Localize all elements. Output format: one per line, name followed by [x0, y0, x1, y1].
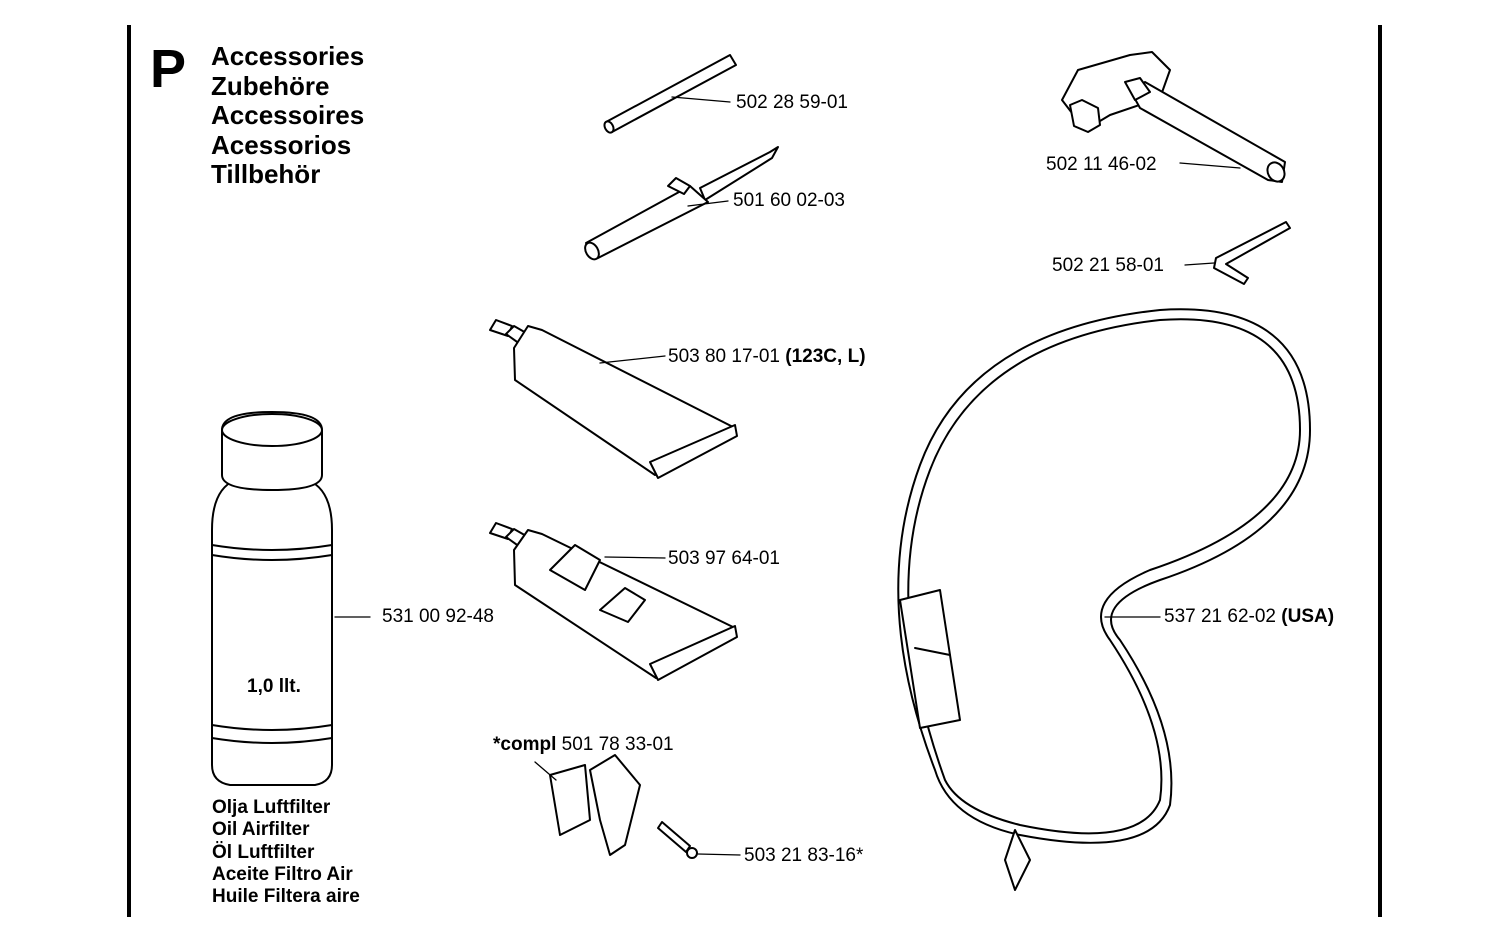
part-number-box-wrench: 502 11 46-02	[1046, 154, 1157, 175]
oil-name-spanish: Aceite Filtro Air	[212, 863, 353, 885]
grease-gun-drawing	[489, 522, 738, 681]
oil-name-swedish: Olja Luftfilter	[212, 797, 331, 818]
oil-name-french: Huile Filtera aire	[212, 886, 360, 908]
part-number-grease-gun: 503 97 64-01	[668, 548, 780, 569]
box-wrench-drawing	[1061, 51, 1286, 183]
bottle-volume-label: 1,0 llt.	[247, 676, 301, 697]
title-german: Zubehöre	[211, 70, 330, 101]
title-english: Accessories	[211, 41, 365, 71]
clamp-kit-prefix: *compl	[493, 734, 557, 755]
part-number-harness: 537 21 62-02 (USA)	[1164, 606, 1335, 627]
rod-drawing	[603, 54, 737, 134]
section-letter: P	[150, 39, 187, 99]
harness-note: (USA)	[1281, 606, 1335, 627]
title-swedish: Tillbehör	[211, 159, 321, 189]
part-number-grease-tube: 503 80 17-01 (123C, L)	[668, 346, 866, 367]
oil-bottle-drawing	[211, 411, 371, 786]
harness-drawing	[897, 308, 1311, 891]
right-border-line	[1378, 25, 1382, 917]
part-number-file-holder: 501 60 02-03	[733, 190, 845, 211]
screw-drawing	[657, 821, 741, 859]
part-number-clamp-kit: *compl 501 78 33-01	[493, 734, 674, 755]
part-number-oil-bottle: 531 00 92-48	[382, 606, 494, 627]
part-number-hex-key: 502 21 58-01	[1052, 255, 1164, 276]
file-holder-drawing	[584, 146, 779, 261]
title-block: Accessories Zubehöre Accessoires Acessor…	[211, 41, 365, 190]
oil-name-german: Öl Luftfilter	[212, 841, 315, 863]
grease-tube-drawing	[489, 319, 738, 479]
left-border-line	[127, 25, 131, 917]
part-number-screw: 503 21 83-16*	[744, 845, 864, 866]
oil-names-block: Olja Luftfilter Oil Airfilter Öl Luftfil…	[212, 797, 360, 908]
title-french: Accessoires	[211, 100, 365, 130]
clamp-drawing	[534, 754, 641, 856]
oil-name-english: Oil Airfilter	[212, 819, 310, 841]
title-spanish: Acessorios	[211, 129, 352, 160]
part-number-rod: 502 28 59-01	[736, 92, 848, 113]
grease-tube-note: (123C, L)	[785, 346, 866, 367]
hex-key-drawing	[1184, 221, 1291, 285]
